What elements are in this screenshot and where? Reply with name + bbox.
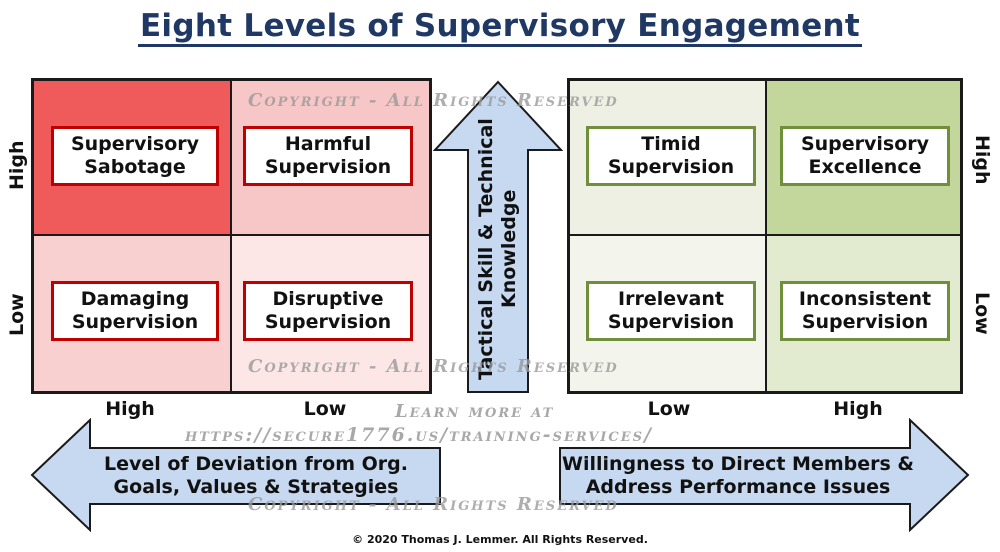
copyright-watermark-middle: Copyright - All Rights Reserved [248,356,619,377]
left-arrow-label: Level of Deviation from Org. Goals, Valu… [104,453,408,498]
url-watermark: https://secure1776.us/training-services/ [185,424,653,446]
left-x-low-label: Low [303,398,347,420]
copyright-watermark-bottom: Copyright - All Rights Reserved [248,494,619,515]
center-arrow-label: Tactical Skill & Technical Knowledge [475,118,520,380]
right-x-high-label: High [833,398,883,420]
left-quadrant-grid: Supervisory Sabotage Harmful Supervision… [31,78,432,394]
label-supervisory-excellence: Supervisory Excellence [780,126,950,186]
label-irrelevant-supervision: Irrelevant Supervision [586,281,756,341]
right-y-high-label: High [971,135,993,185]
right-arrow-label: Willingness to Direct Members & Address … [562,453,914,498]
right-quadrant-grid: Timid Supervision Supervisory Excellence… [567,78,963,394]
label-disruptive-supervision: Disruptive Supervision [243,281,413,341]
left-arrow-icon [30,418,441,532]
page-title: Eight Levels of Supervisory Engagement [0,8,1000,47]
label-harmful-supervision: Harmful Supervision [243,126,413,186]
up-arrow-icon [433,80,563,393]
label-damaging-supervision: Damaging Supervision [51,281,219,341]
left-x-high-label: High [105,398,155,420]
learn-more-watermark: Learn more at [395,401,555,422]
copyright-watermark-top: Copyright - All Rights Reserved [248,90,619,111]
left-y-low-label: Low [6,293,28,337]
label-inconsistent-supervision: Inconsistent Supervision [780,281,950,341]
label-timid-supervision: Timid Supervision [586,126,756,186]
footer-copyright: © 2020 Thomas J. Lemmer. All Rights Rese… [352,533,648,546]
label-supervisory-sabotage: Supervisory Sabotage [51,126,219,186]
right-x-low-label: Low [647,398,691,420]
right-arrow-icon [559,418,970,532]
right-y-low-label: Low [971,291,993,335]
left-y-high-label: High [6,140,28,190]
